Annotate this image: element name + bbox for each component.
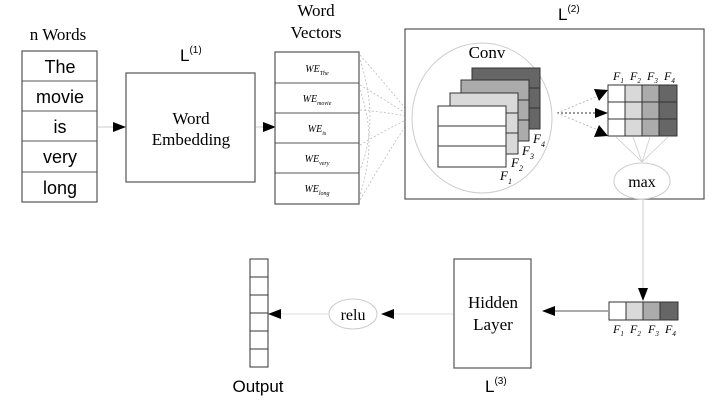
input-word: long xyxy=(43,178,77,198)
conv-filter-1 xyxy=(437,105,507,168)
layer2-label: L(2) xyxy=(558,4,580,24)
arrowhead-icon xyxy=(113,122,126,132)
featuremap-filter-label: F1 xyxy=(612,69,624,85)
word-vector: WEvery xyxy=(305,154,330,167)
arrowhead-icon xyxy=(638,288,648,301)
feature-map-grid xyxy=(607,84,678,137)
output-label: Output xyxy=(232,377,283,396)
layer1-label: L(1) xyxy=(180,45,202,65)
vectors-to-conv-connections xyxy=(359,54,413,201)
pooled-filter-label: F3 xyxy=(647,322,659,338)
vectors-title-line1: Word xyxy=(297,1,335,20)
hidden-layer-line2: Layer xyxy=(473,315,513,334)
pooled-filter-label: F1 xyxy=(612,322,624,338)
arrowhead-icon xyxy=(542,306,555,316)
word-vector: WEThe xyxy=(305,64,329,77)
word-embedding-line1: Word xyxy=(172,109,210,128)
arrowhead-icon xyxy=(594,125,608,137)
featuremap-filter-label: F2 xyxy=(629,69,641,85)
input-words-table: The movie is very long xyxy=(21,50,98,203)
vectors-title-line2: Vectors xyxy=(291,23,342,42)
layer3-label: L(3) xyxy=(485,376,507,396)
input-title: n Words xyxy=(30,25,86,44)
pooled-filter-label: F2 xyxy=(629,322,641,338)
conv-filter-label: F4 xyxy=(532,131,545,149)
conv-filter-label: F3 xyxy=(521,143,534,161)
featuremap-to-max-lines xyxy=(615,136,669,163)
input-word: is xyxy=(54,117,67,137)
featuremap-filter-label: F4 xyxy=(663,69,675,85)
arrowhead-icon xyxy=(381,309,394,319)
word-vector: WEmovie xyxy=(303,94,332,107)
hidden-layer-line1: Hidden xyxy=(468,293,519,312)
arrowhead-icon xyxy=(263,122,276,132)
output-vector xyxy=(249,258,269,368)
pooled-filter-label: F4 xyxy=(664,322,676,338)
word-vector: WEis xyxy=(308,124,327,137)
max-pool-node xyxy=(613,162,671,200)
input-word: very xyxy=(43,147,77,167)
arrowhead-icon xyxy=(594,89,608,101)
arrowhead-icon xyxy=(268,309,281,319)
word-vectors-table: WEThe WEmovie WEis WEvery WElong xyxy=(274,51,360,205)
word-embedding-box xyxy=(125,72,256,183)
input-word: movie xyxy=(36,87,84,107)
max-label: max xyxy=(628,174,656,191)
arrowhead-icon xyxy=(595,108,608,118)
conv-label: Conv xyxy=(469,43,506,62)
relu-node xyxy=(328,298,378,330)
conv-filter-label: F1 xyxy=(499,168,512,186)
conv-filter-stack xyxy=(437,67,541,168)
word-embedding-line2: Embedding xyxy=(152,130,231,149)
word-vector: WElong xyxy=(304,184,329,197)
pooled-feature-vector xyxy=(608,301,679,321)
hidden-layer-box xyxy=(453,258,532,369)
featuremap-filter-label: F3 xyxy=(646,69,658,85)
input-word: The xyxy=(44,57,75,77)
conv-to-featuremap-arrows xyxy=(556,89,608,137)
conv-filter-label: F2 xyxy=(510,155,523,173)
relu-label: relu xyxy=(341,307,366,324)
